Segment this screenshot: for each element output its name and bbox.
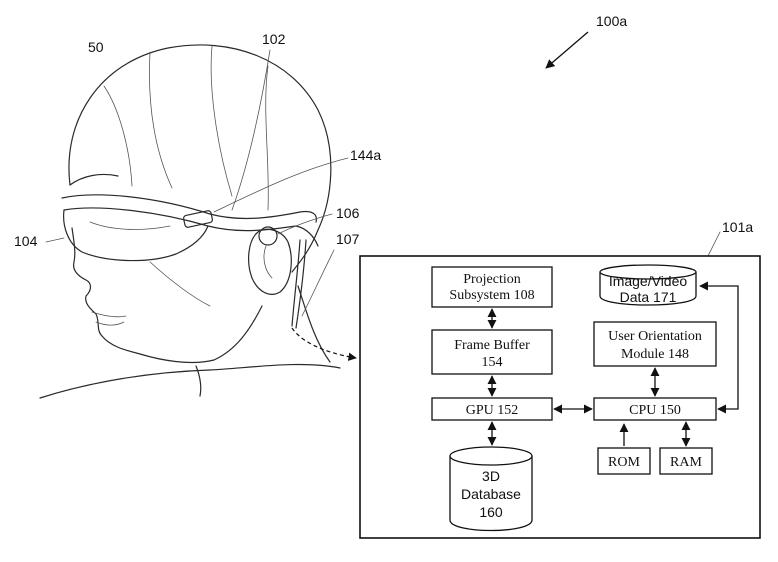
database-label-1: 3D (482, 468, 500, 484)
ref-cable: 107 (336, 231, 360, 247)
database-label-2: Database (461, 486, 521, 502)
jaw (213, 305, 263, 361)
projection-label-1: Projection (463, 272, 521, 287)
gpu-label: GPU 152 (466, 403, 519, 418)
ref-speaker-leader (277, 213, 333, 235)
user-orientation-label-2: Module 148 (621, 347, 689, 362)
speaker-icon (258, 226, 278, 246)
database-label-3: 160 (479, 504, 503, 520)
eyewear-lens-highlight (89, 221, 171, 230)
user-orientation-label-1: User Orientation (608, 329, 702, 344)
cap-seam-3 (265, 65, 269, 211)
ref-display-leader (45, 237, 65, 243)
ram-block (659, 447, 713, 475)
ref-system: 101a (722, 219, 753, 235)
rom-label: ROM (608, 455, 640, 470)
image-video-cylinder: Image/Video Data 171 (599, 264, 697, 306)
database-cylinder: 3D Database 160 (449, 446, 533, 532)
database-top (449, 446, 533, 466)
cap-seam-2 (210, 45, 233, 197)
eyewear-frame-top (61, 194, 317, 223)
cap-seam-1 (149, 51, 173, 189)
eyewear-lens (63, 209, 209, 262)
figure-ref: 100a (545, 13, 627, 69)
figure-ref-label: 100a (596, 13, 627, 29)
ref-display: 104 (14, 233, 38, 249)
ref-camera-leader (213, 157, 349, 213)
cpu-label: CPU 150 (629, 403, 681, 418)
eyewear-temple (295, 225, 319, 247)
image-video-top (599, 264, 697, 280)
rom-block (597, 447, 651, 475)
image-video-label-2: Data 171 (620, 289, 677, 305)
system-diagram: 101a Projection Subsystem 108 Frame Buff… (359, 219, 761, 539)
ref-speaker: 106 (336, 205, 360, 221)
shoulder (39, 363, 341, 399)
database-body (449, 456, 533, 532)
head-illustration (39, 44, 341, 399)
neck-back (297, 285, 331, 363)
camera-icon (183, 210, 213, 228)
ref-camera: 144a (350, 147, 381, 163)
cheek (149, 261, 211, 307)
cable-2 (295, 239, 307, 329)
cable (291, 239, 301, 327)
ear (248, 228, 292, 295)
ref-frame: 102 (262, 31, 286, 47)
head-ref-labels: 50 102 144a 106 104 107 (14, 31, 381, 317)
ref-frame-leader (231, 49, 271, 211)
gpu-block (431, 397, 553, 421)
ref-cable-leader (301, 249, 335, 317)
frame-buffer-label-2: 154 (482, 355, 503, 370)
frame-buffer-label-1: Frame Buffer (454, 338, 530, 353)
eyewear-frame-bottom (63, 207, 297, 232)
brow (69, 173, 119, 186)
ref-system-leader (707, 231, 721, 257)
figure-ref-arrow (545, 31, 589, 69)
cap-seam-4 (103, 85, 133, 187)
face-profile (71, 227, 215, 364)
ram-label: RAM (670, 455, 702, 470)
ref-user: 50 (88, 39, 104, 55)
arrow-cpu-imagevideo (699, 281, 739, 414)
lips (91, 311, 127, 318)
projection-subsystem-block (431, 266, 553, 308)
projection-label-2: Subsystem 108 (449, 288, 534, 303)
image-video-body (599, 272, 697, 306)
head-outline (68, 44, 332, 273)
ear-inner (263, 245, 273, 279)
system-frame (359, 255, 761, 539)
neck-front (195, 365, 202, 397)
image-video-label-1: Image/Video (609, 273, 688, 289)
frame-buffer-block (431, 329, 553, 375)
lips-lower (95, 321, 125, 326)
